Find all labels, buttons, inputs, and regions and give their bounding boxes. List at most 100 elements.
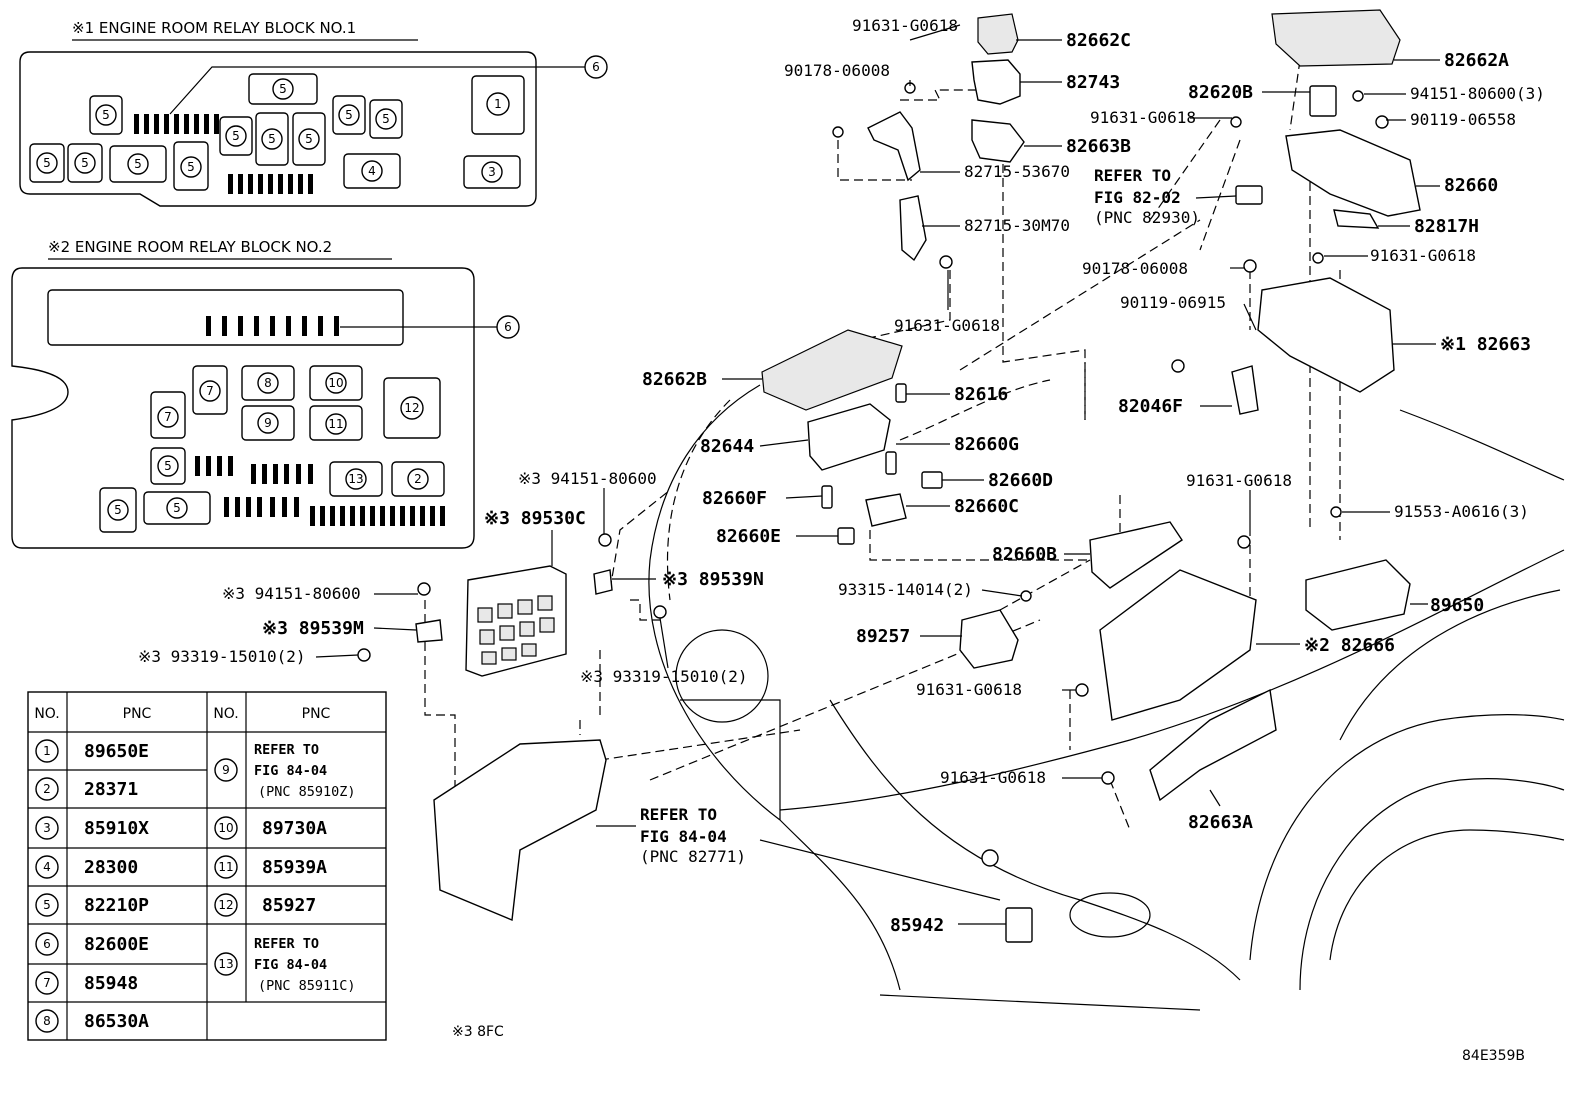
label-82715-53670: 82715-53670 [964,162,1070,181]
label-82817H: 82817H [1414,216,1479,237]
fuse-row-2a [206,316,339,336]
table-row-pnc: 85927 [262,895,316,916]
part-drawings [357,9,1421,943]
label-91553: 91553-A0616(3) [1394,502,1529,521]
relay2-slot: 7 [164,410,172,424]
table-row-no: 2 [43,782,51,796]
table-row-ref-3: (PNC 85911C) [258,978,356,994]
table-row-no: 13 [218,957,233,971]
label-82660E: 82660E [716,526,781,547]
label-82660B: 82660B [992,544,1057,565]
label-89539N: ※3 89539N [662,569,764,590]
relay2-slot: 9 [264,416,272,430]
part-82644 [807,403,891,471]
relay2-slot: 10 [328,376,343,390]
table-row-pnc: 82600E [84,934,149,955]
label-85942: 85942 [890,915,944,936]
table-row-no: 3 [43,821,51,835]
relay2-slot: 5 [114,503,122,517]
bracket-82715-30M70 [899,195,927,262]
part-82666 [1099,569,1257,721]
fuse-row-2b [195,456,445,526]
table-row-ref-1: REFER TO [254,742,319,758]
relay2-slot: 5 [173,501,181,515]
table-row-pnc: 89730A [262,818,327,839]
label-89257: 89257 [856,626,910,647]
relay2-slot: 13 [348,472,363,486]
ecu-box [433,739,607,922]
table-header-no-2: NO. [213,706,238,722]
label-82660F: 82660F [702,488,767,509]
table-row-no: 5 [43,898,51,912]
label-82715-30M70: 82715-30M70 [964,216,1070,235]
label-91631-r1: 91631-G0618 [1090,108,1196,127]
relay1-slot: 5 [345,108,353,122]
label-82046F: 82046F [1118,396,1183,417]
label-refer2-a: REFER TO [640,805,717,824]
table-row-no: 12 [218,898,233,912]
part-82660D [921,471,943,489]
label-82644: 82644 [700,436,754,457]
relay1-slot: 5 [268,132,276,146]
label-89650: 89650 [1430,595,1484,616]
vehicle-body-outline [648,379,1565,1011]
bracket-82715-53670 [867,111,921,182]
part-82817H [1333,209,1380,229]
table-row-pnc: 86530A [84,1011,149,1032]
relay2-slot: 7 [206,384,214,398]
fuse-row-1b [228,174,313,194]
bracket-89539M [415,619,443,643]
part-82663A [1149,688,1277,802]
label-89530C: ※3 89530C [484,508,586,529]
bracket-89539N [593,569,613,595]
table-row-no: 7 [43,976,51,990]
label-82666: ※2 82666 [1304,635,1395,656]
relay-block-no2: ※2 ENGINE ROOM RELAY BLOCK NO.2 6 7 8 10… [11,238,520,549]
table-row-pnc: 28300 [84,857,138,878]
label-refer1-a: REFER TO [1094,166,1171,185]
callout-leaders [315,24,1440,925]
label-82660G: 82660G [954,434,1019,455]
label-89539M: ※3 89539M [262,618,364,639]
part-82660 [1285,129,1421,217]
cover-82662C [977,13,1019,55]
label-90119-06915: 90119-06915 [1120,293,1226,312]
table-row-pnc: 89650E [84,741,149,762]
part-82620B [1309,85,1337,117]
table-row-no: 11 [218,860,233,874]
relay1-slot: 5 [81,156,89,170]
label-90119-06558: 90119-06558 [1410,110,1516,129]
table-header-pnc-1: PNC [123,706,152,722]
ecu-connector-grid [477,595,555,665]
relay1-slot: 5 [43,156,51,170]
part-82660C [865,493,907,527]
table-row-pnc: 85939A [262,857,327,878]
part-85942 [1005,907,1033,943]
table-row-no: 8 [43,1014,51,1028]
relay2-slot: 2 [414,472,422,486]
label-93315: 93315-14014(2) [838,580,973,599]
table-row-no: 4 [43,860,51,874]
table-header-no-1: NO. [34,706,59,722]
label-82662A: 82662A [1444,50,1509,71]
label-82663B: 82663B [1066,136,1131,157]
footnote: ※3 8FC [452,1024,504,1040]
relay-block-no2-title: ※2 ENGINE ROOM RELAY BLOCK NO.2 [48,238,332,256]
label-82660: 82660 [1444,175,1498,196]
relay1-slot: 5 [232,129,240,143]
label-82662C: 82662C [1066,30,1131,51]
label-94151-x3b: ※3 94151-80600 [222,584,361,603]
label-94151-x3a: ※3 94151-80600 [518,469,657,488]
label-refer2-c: (PNC 82771) [640,847,746,866]
table-row-no: 9 [222,763,230,777]
label-94151-3: 94151-80600(3) [1410,84,1545,103]
relay1-slot: 5 [305,132,313,146]
relay1-slot: 4 [368,164,376,178]
table-row-pnc: 82210P [84,895,149,916]
label-82743: 82743 [1066,72,1120,93]
table-row-no: 6 [43,937,51,951]
label-93319-b: ※3 93319-15010(2) [580,667,748,686]
part-82743 [971,59,1021,105]
callout-labels: 91631-G0618 82662C 90178-06008 82743 826… [138,16,1545,936]
